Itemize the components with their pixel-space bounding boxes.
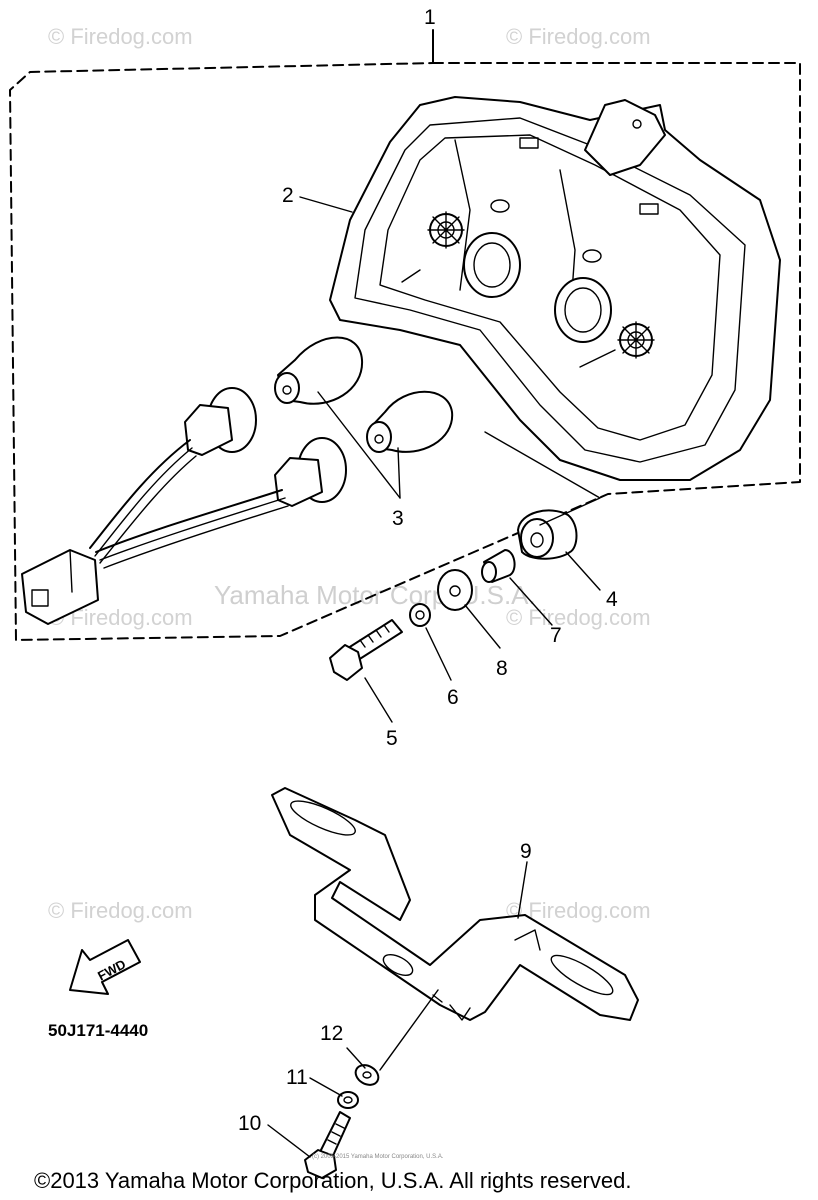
washer [437,569,473,611]
bolt [329,619,403,681]
callout-4: 4 [606,588,618,611]
watermark-firedog: © Firedog.com [506,605,651,630]
callout-11: 11 [286,1066,308,1089]
callout-1: 1 [424,6,436,29]
assembly-boundary [9,29,801,641]
callout-3: 3 [392,507,404,530]
bulb-1 [274,336,364,405]
watermark-firedog: © Firedog.com [48,24,193,49]
callout-10: 10 [238,1112,261,1135]
callout-6: 6 [447,686,459,709]
washer-12 [354,1064,380,1086]
callout-9: 9 [520,840,532,863]
watermark-firedog: © Firedog.com [48,898,193,923]
housing-screw-left [427,211,465,249]
callout-12: 12 [320,1022,343,1045]
callout-2: 2 [282,184,294,207]
diagram-code: 50J171-4440 [48,1021,148,1040]
copyright-notice: ©2013 Yamaha Motor Corporation, U.S.A. A… [34,1168,631,1193]
nut [409,603,431,627]
bulb-2 [366,390,454,453]
callout-5: 5 [386,727,398,750]
watermark-firedog: © Firedog.com [506,24,651,49]
callout-numbers: 1 2 3 4 5 6 7 8 9 10 11 12 [238,6,618,1135]
leader-lines [267,196,616,1158]
bolt-10 [304,1111,351,1179]
fine-print: (c) 2005-2015 Yamaha Motor Corporation, … [312,1154,444,1160]
nut-11 [337,1091,359,1109]
mounting-bracket [271,787,639,1021]
callout-7: 7 [550,624,562,647]
collar [481,549,516,583]
grommet [517,509,578,560]
housing-screw-right [617,321,655,359]
taillight-housing [329,96,781,481]
socket-harness [21,387,347,625]
fwd-arrow-icon: FWD [69,939,141,995]
callout-8: 8 [496,657,508,680]
watermarks: © Firedog.com © Firedog.com © Firedog.co… [48,24,651,923]
